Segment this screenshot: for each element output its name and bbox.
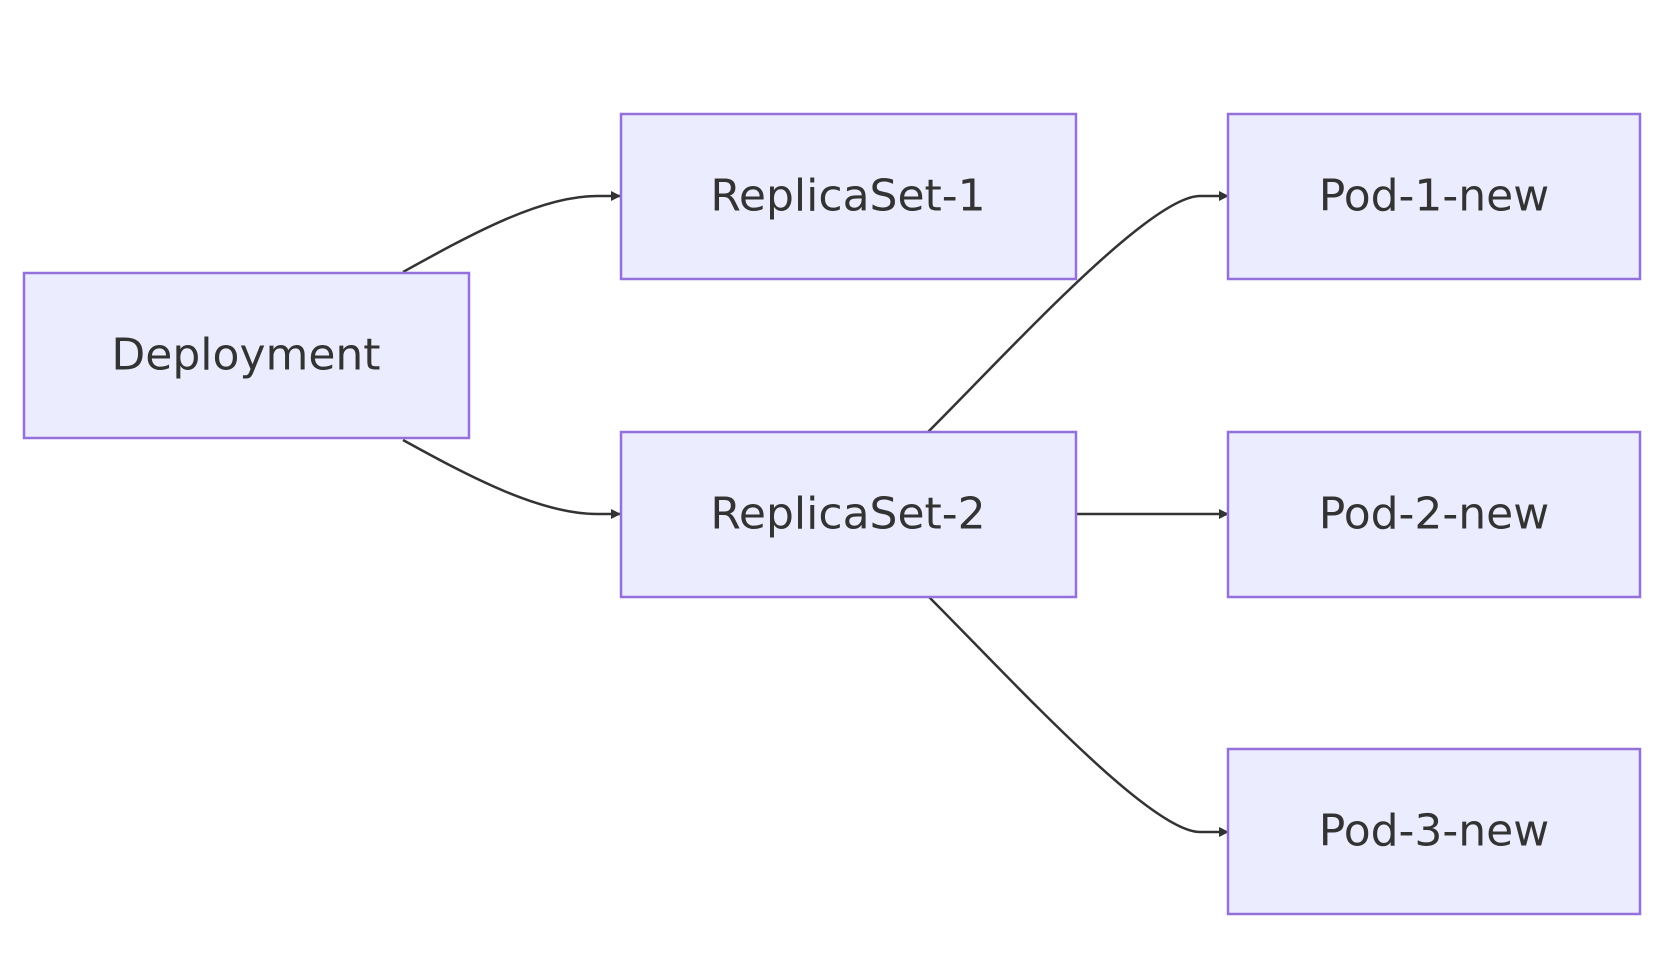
node-replicaset-2-box [619, 430, 1078, 599]
node-replicaset-1-label: ReplicaSet-1 [710, 171, 985, 222]
node-replicaset-2-label: ReplicaSet-2 [710, 489, 985, 540]
edges [402, 191, 1229, 837]
node-pod-3-new-label: Pod-3-new [1319, 806, 1550, 857]
node-pod-3-new-box [1226, 747, 1642, 916]
node-pod-3-new: Pod-3-new [1226, 747, 1642, 916]
node-pod-1-new: Pod-1-new [1226, 112, 1642, 281]
node-replicaset-1: ReplicaSet-1 [619, 112, 1078, 281]
edge-rs2-pod1 [927, 191, 1229, 433]
node-pod-2-new: Pod-2-new [1226, 430, 1642, 599]
node-deployment-label: Deployment [111, 330, 380, 381]
node-pod-1-new-box [1226, 112, 1642, 281]
node-pod-2-new-label: Pod-2-new [1319, 489, 1550, 540]
node-replicaset-1-box [619, 112, 1078, 281]
edge-rs2-pod3 [927, 595, 1229, 837]
edge-deployment-rs2 [402, 438, 621, 519]
node-pod-1-new-label: Pod-1-new [1319, 171, 1550, 222]
edge-deployment-rs1 [402, 191, 621, 274]
node-replicaset-2: ReplicaSet-2 [619, 430, 1078, 599]
node-deployment-box [22, 271, 471, 440]
node-pod-2-new-box [1226, 430, 1642, 599]
node-deployment: Deployment [22, 271, 471, 440]
